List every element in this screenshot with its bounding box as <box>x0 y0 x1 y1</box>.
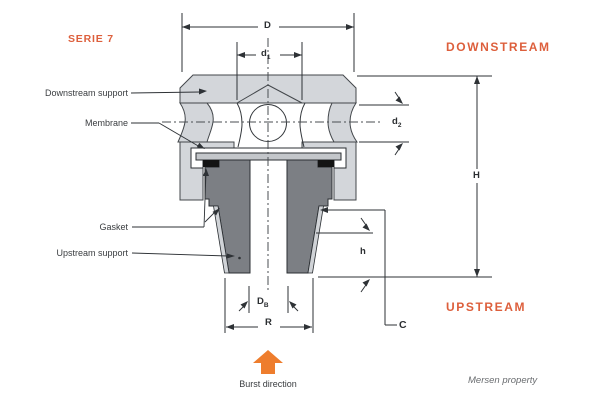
dim-label-d1: d1 <box>261 48 271 61</box>
gasket-strip-right <box>307 205 324 274</box>
dim-label-R: R <box>265 317 272 328</box>
dim-label-D: D <box>264 20 271 31</box>
property-watermark: Mersen property <box>468 375 538 386</box>
upstream-flow-label: UPSTREAM <box>446 300 527 314</box>
dim-label-C: C <box>399 319 407 331</box>
break-lines <box>236 102 306 148</box>
burst-direction-arrow-icon <box>253 350 283 374</box>
gasket-right <box>318 160 334 167</box>
upstream-body-right <box>286 159 333 274</box>
burst-direction-caption: Burst direction <box>239 379 297 389</box>
leader-lines <box>130 91 229 257</box>
dim-label-h: h <box>360 246 366 257</box>
dimension-lines <box>181 13 492 333</box>
dim-label-d2: d2 <box>392 116 402 129</box>
rim-break-right <box>327 102 358 143</box>
dim-label-DB: DB <box>257 296 269 309</box>
upstream-support-label: Upstream support <box>56 248 128 258</box>
gasket-label: Gasket <box>99 222 128 232</box>
dim-label-H: H <box>473 170 480 181</box>
gasket-left <box>203 160 219 167</box>
centerlines <box>162 38 382 290</box>
upstream-support-shape <box>204 159 333 274</box>
gasket-shapes <box>203 160 334 167</box>
downstream-support-label: Downstream support <box>44 88 128 98</box>
membrane-label: Membrane <box>84 118 128 128</box>
downstream-flow-label: DOWNSTREAM <box>446 40 551 54</box>
rim-break-left <box>177 102 214 143</box>
dimension-arrowheads <box>182 24 480 330</box>
leader-arrowheads <box>196 88 241 260</box>
serie-title: SERIE 7 <box>68 33 114 45</box>
